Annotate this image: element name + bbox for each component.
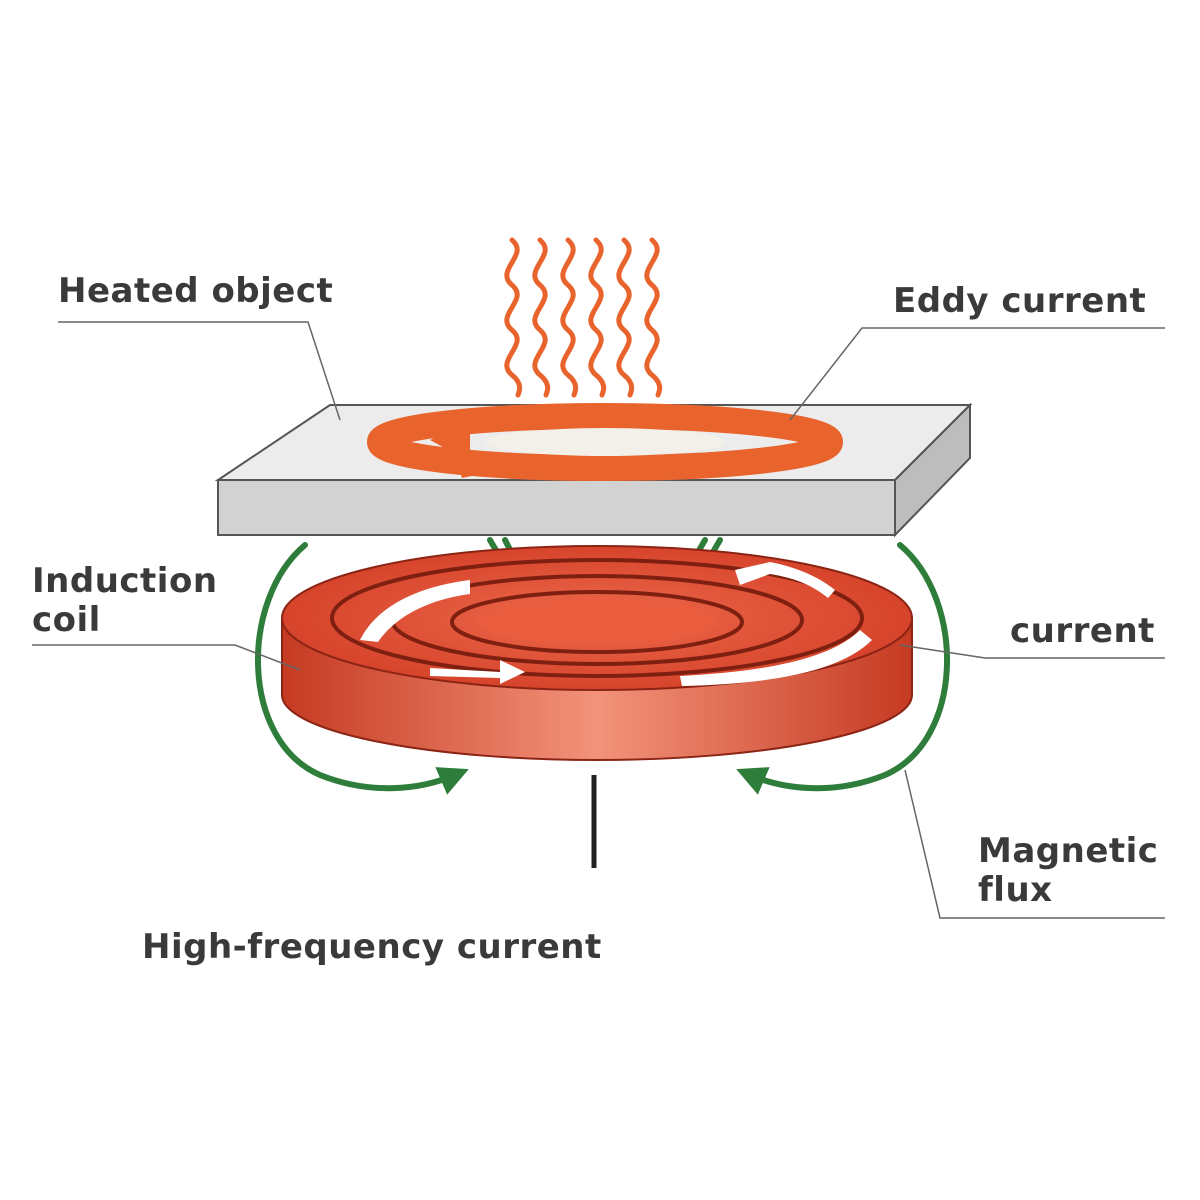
heat-wave-4 [588,237,607,398]
heat-wave-5 [616,237,635,398]
leader-eddy-current [789,327,1165,421]
current-arrow-right [680,630,872,686]
eddy-current-arrow-head [455,455,500,478]
current-arrow-left [360,580,470,642]
flux-loop-right [736,542,950,795]
leader-heated-object [58,321,341,421]
induction-coil-label: Induction coil [32,561,218,641]
plate-front [217,479,896,536]
heated-object-label: Heated object [58,271,334,311]
heat-waves [504,237,663,398]
leader-induction-coil [32,644,301,671]
heat-wave-6 [644,237,663,398]
coil-center [477,598,717,646]
induction-coil [281,545,913,761]
plate-side [894,402,971,538]
heat-wave-1 [504,237,523,398]
flux-loop-left [255,542,469,795]
magnetic-flux-label: Magnetic flux [978,831,1159,911]
current-arrows [360,562,872,686]
heat-wave-3 [560,237,579,398]
eddy-current-label: Eddy current [893,281,1147,321]
current-label: current [1010,611,1155,651]
heat-wave-2 [532,237,551,398]
leader-magnetic-flux [904,769,1165,919]
eddy-current [367,403,843,481]
leader-current [899,644,1165,659]
eddy-current-center [485,428,725,456]
eddy-current-ring [367,403,843,481]
current-arrow-back [735,562,835,598]
leader-lines [32,321,1165,919]
current-arrow-front [430,660,525,684]
coil-turn-1 [330,558,864,678]
high-frequency-current-label: High-frequency current [142,927,602,967]
eddy-current-arrow [430,420,470,462]
coil-turn-3 [450,590,744,654]
